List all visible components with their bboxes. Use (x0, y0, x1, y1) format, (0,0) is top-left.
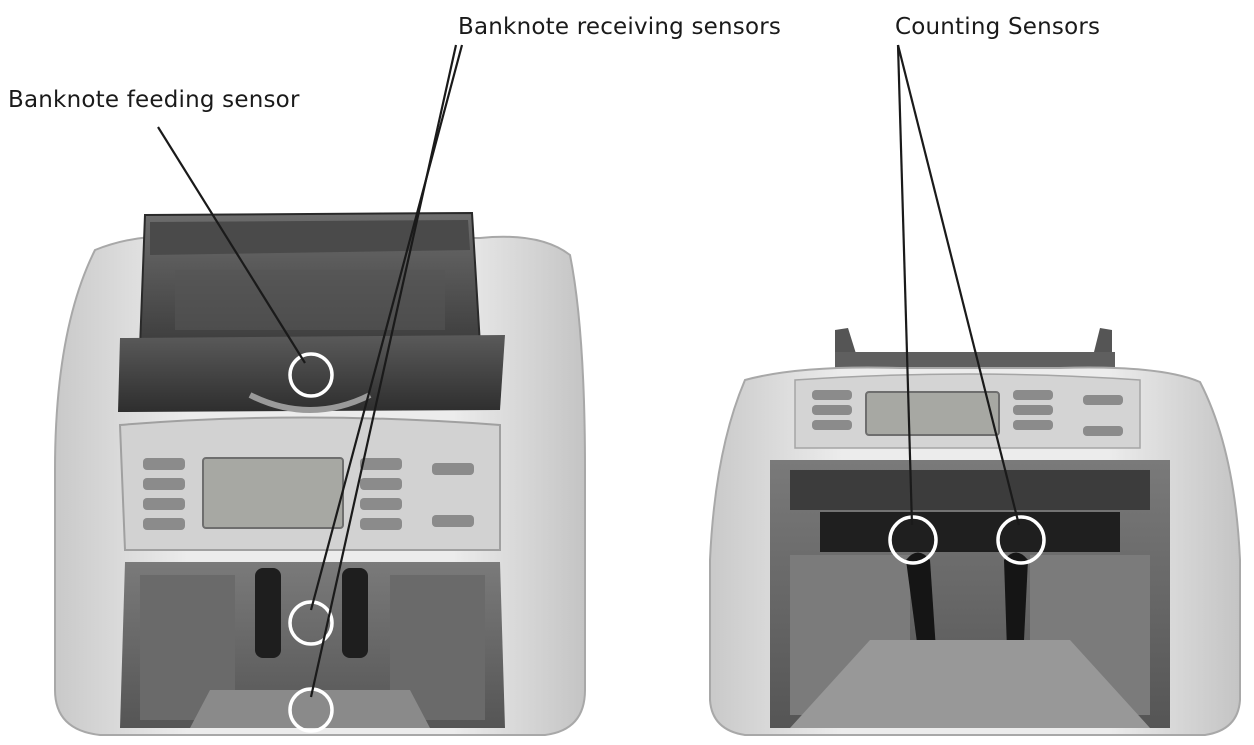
left-panel-button (432, 515, 474, 527)
right-lcd-display (865, 391, 1000, 436)
left-stacker-arm (342, 568, 368, 658)
right-panel-button (812, 420, 852, 430)
leader-line-receiving-upper (309, 44, 464, 611)
right-panel-button (1083, 426, 1123, 436)
right-panel-button (1083, 395, 1123, 405)
right-inner-ceiling (790, 470, 1150, 510)
leader-line-counting-right (896, 44, 1021, 526)
left-panel-button (143, 518, 185, 530)
label-receiving-sensors: Banknote receiving sensors (458, 14, 782, 40)
left-stacker-base (190, 690, 430, 728)
leader-line-counting-left (896, 44, 914, 526)
counting-sensor-marker-left (888, 515, 938, 565)
left-panel-button (143, 458, 185, 470)
right-panel-button (812, 405, 852, 415)
feeding-sensor-marker (288, 352, 334, 398)
left-counting-machine (54, 211, 586, 736)
left-stacker-arm (255, 568, 281, 658)
right-counting-machine (709, 328, 1241, 736)
right-panel-button (1013, 405, 1053, 415)
leader-line-receiving-lower (309, 44, 458, 698)
receiving-sensor-marker-upper (288, 600, 334, 646)
left-panel-button (143, 478, 185, 490)
label-feeding-sensor: Banknote feeding sensor (8, 87, 300, 113)
left-panel-button (360, 498, 402, 510)
right-panel-button (812, 390, 852, 400)
left-feed-roller (248, 392, 372, 413)
right-panel-button (1013, 390, 1053, 400)
right-sensor-bar (820, 512, 1120, 552)
left-panel-button (360, 458, 402, 470)
right-panel-button (1013, 420, 1053, 430)
left-hopper-back (150, 220, 470, 255)
left-panel-button (360, 518, 402, 530)
left-panel-button (432, 463, 474, 475)
left-panel-button (143, 498, 185, 510)
leader-line-feeding (157, 126, 306, 364)
left-panel-button (360, 478, 402, 490)
left-lcd-display (202, 457, 344, 529)
left-feed-well (118, 335, 505, 412)
right-stacker-base (790, 640, 1150, 728)
label-counting-sensors: Counting Sensors (895, 14, 1101, 40)
counting-sensor-marker-right (996, 515, 1046, 565)
receiving-sensor-marker-lower (288, 687, 334, 733)
